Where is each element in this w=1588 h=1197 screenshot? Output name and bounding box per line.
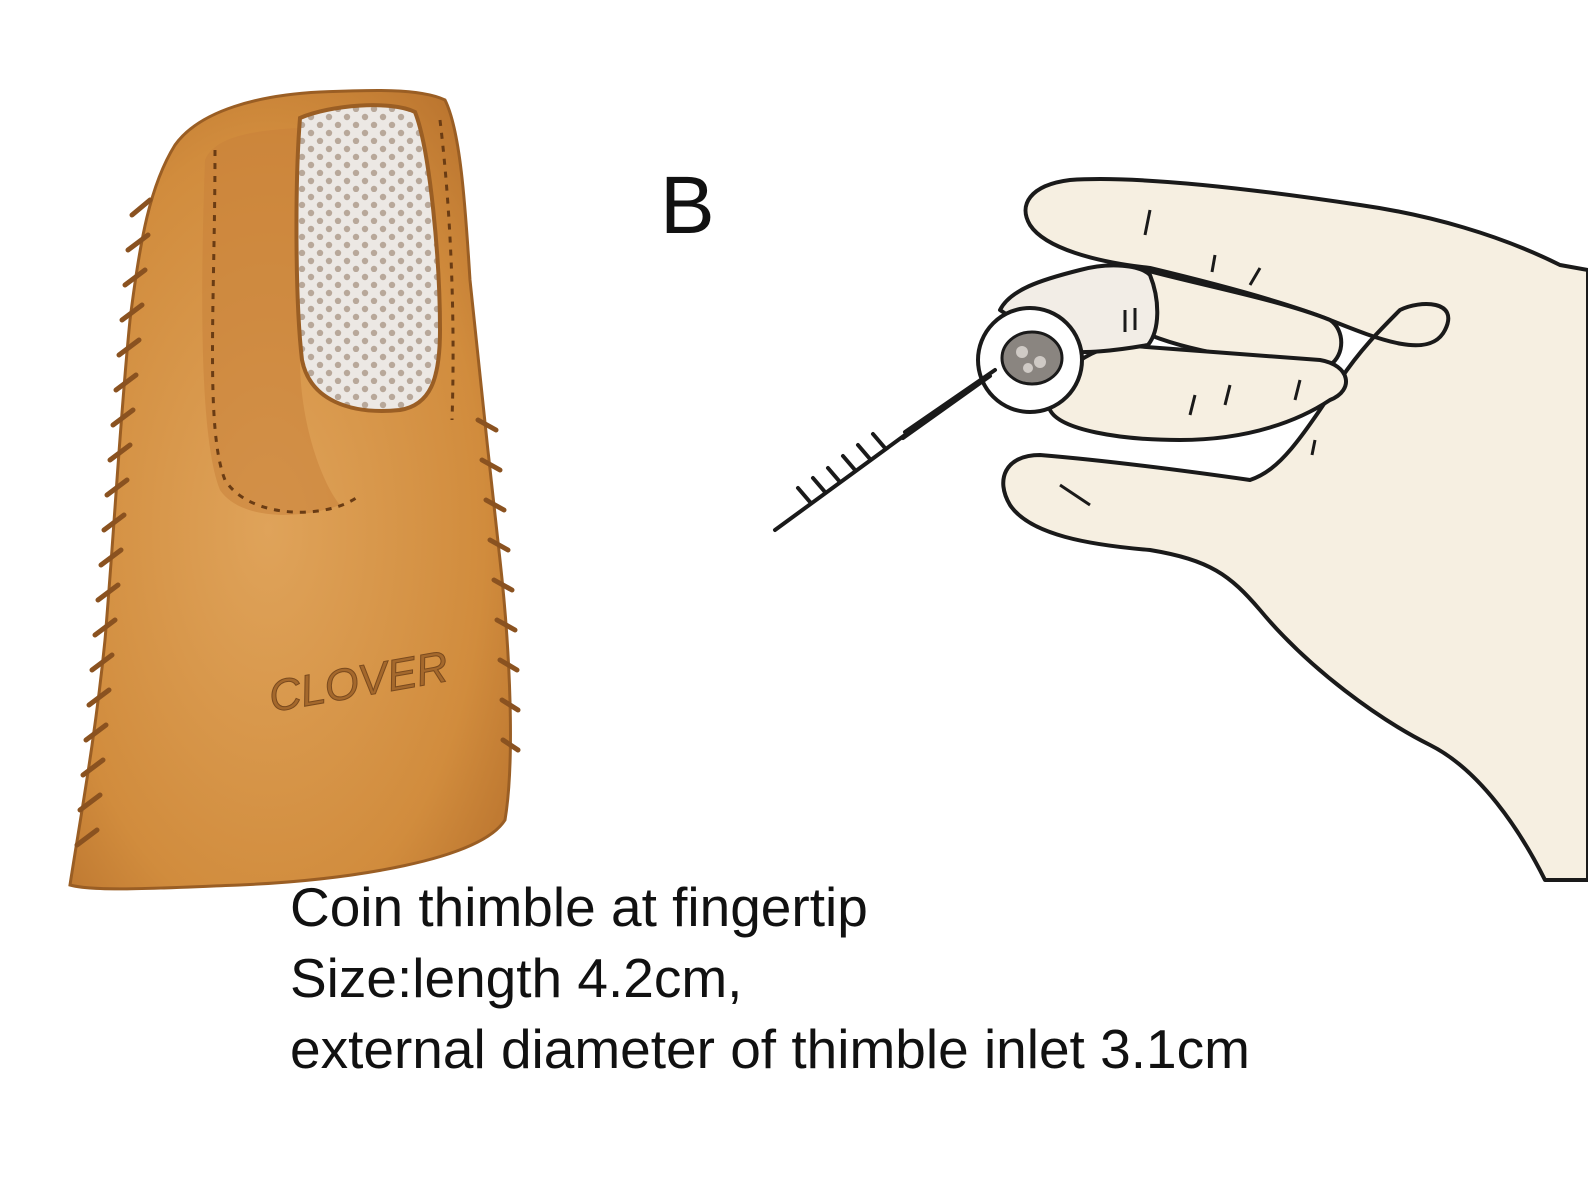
caption-line-3: external diameter of thimble inlet 3.1cm (290, 1018, 1250, 1080)
leather-thimble-icon: CLOVER (68, 89, 521, 891)
caption: Coin thimble at fingertip Size:length 4.… (290, 872, 1250, 1085)
caption-line-1: Coin thimble at fingertip (290, 876, 868, 938)
needle-and-thread-icon (773, 368, 997, 532)
hand-with-thimble-icon (976, 177, 1588, 882)
caption-line-2: Size:length 4.2cm, (290, 947, 743, 1009)
panel-label: B (660, 160, 715, 251)
